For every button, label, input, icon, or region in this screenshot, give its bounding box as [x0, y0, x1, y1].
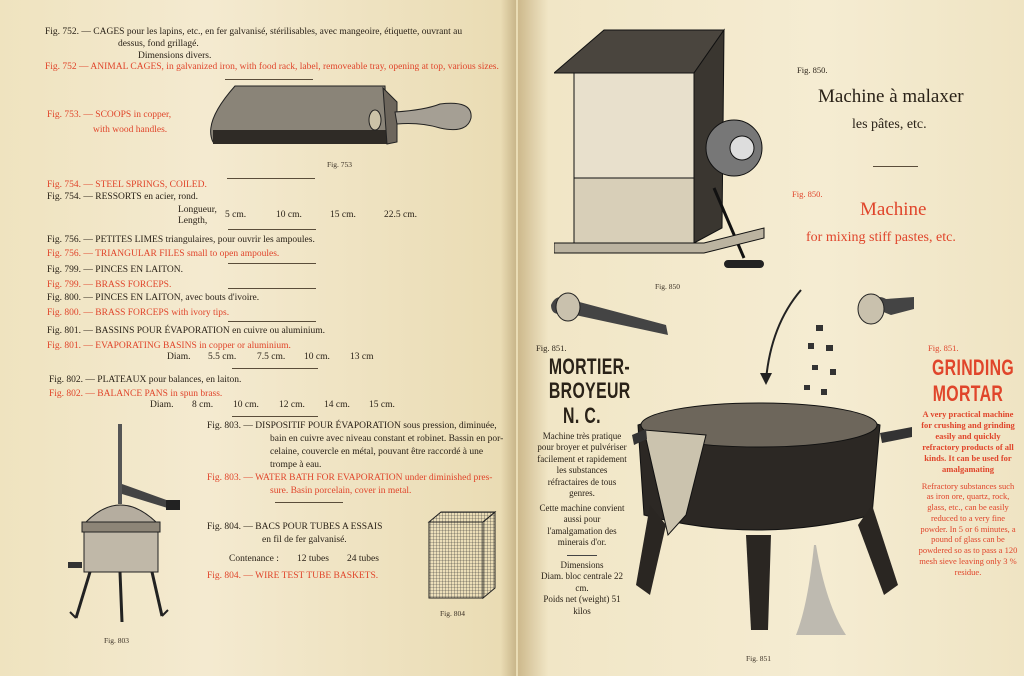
- fig754-en: Fig. 754. — STEEL SPRINGS, COILED.: [47, 180, 207, 190]
- fig804-fr-line2: en fil de fer galvanisé.: [262, 535, 347, 545]
- fig752-fr-line1: Fig. 752. — CAGES pour les lapins, etc.,…: [45, 27, 463, 37]
- fig752-fr-line2: dessus, fond grillagé.: [118, 39, 199, 49]
- mortar-title-en-2: MORTAR: [932, 380, 1004, 406]
- fig803-en-line1: Fig. 803. — WATER BATH FOR EVAPORATION u…: [207, 473, 493, 483]
- dimension-diameter: Diam. bloc centrale 22 cm.: [541, 571, 623, 593]
- fig804-fr-line1: Fig. 804. — BACS POUR TUBES A ESSAIS: [207, 522, 383, 532]
- spring-size: 22.5 cm.: [384, 210, 417, 220]
- pan-size: 8 cm.: [192, 400, 214, 410]
- subtitle-fr: les pâtes, etc.: [852, 117, 927, 132]
- pan-size: 12 cm.: [279, 400, 305, 410]
- dimension-weight: Poids net (weight) 51 kilos: [543, 594, 621, 616]
- dimensions-heading: Dimensions: [560, 559, 604, 570]
- divider: [227, 178, 315, 179]
- divider: [275, 502, 343, 503]
- description-en-1: A very practical machine for crushing an…: [921, 408, 1015, 474]
- mortar-title-fr-1: MORTIER-: [548, 353, 631, 379]
- fig803-en-line2: sure. Basin porcelain, cover in metal.: [270, 486, 412, 496]
- mixing-machine-illustration: [554, 28, 765, 268]
- pan-size: 15 cm.: [369, 400, 395, 410]
- fig799-en: Fig. 799. — BRASS FORCEPS.: [47, 280, 172, 290]
- fig800-fr: Fig. 800. — PINCES EN LAITON, avec bouts…: [47, 293, 260, 303]
- fig752-fr-line3: Dimensions divers.: [138, 51, 212, 61]
- fig753-caption: Fig. 753: [327, 160, 353, 169]
- fig804-caption: Fig. 804: [440, 609, 466, 618]
- mortar-description-fr: Fig. 851. MORTIER- BROYEUR N. C. Machine…: [536, 343, 631, 617]
- basin-size: 13 cm: [350, 352, 374, 362]
- fig756-fr: Fig. 756. — PETITES LIMES triangulaires,…: [47, 235, 315, 245]
- divider: [228, 229, 316, 230]
- diam-label: Diam.: [150, 400, 174, 410]
- title-fr: Machine à malaxer: [818, 86, 964, 107]
- wire-basket-illustration: [427, 510, 497, 600]
- fig802-fr: Fig. 802. — PLATEAUX pour balances, en l…: [49, 375, 242, 385]
- fig800-en: Fig. 800. — BRASS FORCEPS with ivory tip…: [47, 308, 230, 318]
- fig803-fr-line2: bain en cuivre avec niveau constant et r…: [270, 434, 504, 444]
- capacity-label: Contenance :: [229, 554, 279, 564]
- fig801-en: Fig. 801. — EVAPORATING BASINS in copper…: [47, 341, 291, 351]
- fig850-label-en: Fig. 850.: [792, 189, 823, 199]
- divider: [228, 321, 316, 322]
- fig803-fr-line4: trompe à eau.: [270, 460, 322, 470]
- capacity-value: 24 tubes: [347, 554, 379, 564]
- basin-size: 10 cm.: [304, 352, 330, 362]
- mortar-description-en: Fig. 851. GRINDING MORTAR A very practic…: [918, 343, 1018, 578]
- fig804-en: Fig. 804. — WIRE TEST TUBE BASKETS.: [207, 571, 379, 581]
- fig753-en-line1: Fig. 753. — SCOOPS in copper,: [47, 110, 172, 120]
- length-label-en: Length,: [178, 216, 208, 226]
- pan-size: 14 cm.: [324, 400, 350, 410]
- divider: [228, 263, 316, 264]
- divider: [873, 166, 918, 167]
- fig752-en: Fig. 752 — ANIMAL CAGES, in galvanized i…: [45, 62, 499, 72]
- fig851-label-en: Fig. 851.: [928, 343, 959, 353]
- fig851-caption: Fig. 851: [746, 654, 772, 663]
- divider: [232, 416, 318, 417]
- fig802-en: Fig. 802. — BALANCE PANS in spun brass.: [49, 389, 223, 399]
- grinding-mortar-illustration: [551, 289, 914, 635]
- divider: [228, 288, 316, 289]
- fig754-fr: Fig. 754. — RESSORTS en acier, rond.: [47, 192, 199, 202]
- fig851-label: Fig. 851.: [536, 343, 567, 353]
- divider: [232, 368, 318, 369]
- description-fr-1: Machine très pratique pour broyer et pul…: [537, 430, 627, 499]
- description-en-2: Refractory substances such as iron ore, …: [918, 480, 1018, 577]
- fig803-fr-line3: celaine, couvercle en métal, pouvant êtr…: [270, 447, 484, 457]
- mortar-title-fr-2: BROYEUR: [548, 377, 631, 403]
- spring-size: 10 cm.: [276, 210, 302, 220]
- fig850-label-fr: Fig. 850.: [797, 65, 828, 75]
- capacity-value: 12 tubes: [297, 554, 329, 564]
- pan-size: 10 cm.: [233, 400, 259, 410]
- basin-size: 7.5 cm.: [257, 352, 286, 362]
- fig756-en: Fig. 756. — TRIANGULAR FILES small to op…: [47, 249, 280, 259]
- fig850-caption: Fig. 850: [655, 282, 681, 291]
- fig803-fr-line1: Fig. 803. — DISPOSITIF POUR ÉVAPORATION …: [207, 421, 497, 431]
- fig801-fr: Fig. 801. — BASSINS POUR ÉVAPORATION en …: [47, 326, 325, 336]
- right-page: Fig. 850 Fig. 850. Machine à malaxer les…: [518, 0, 1024, 676]
- basin-size: 5.5 cm.: [208, 352, 237, 362]
- water-bath-illustration: [68, 424, 180, 623]
- title-en: Machine: [860, 199, 927, 220]
- mortar-title-en-1: GRINDING: [932, 354, 1015, 380]
- mortar-title-fr-3: N. C.: [563, 402, 601, 428]
- left-page: Fig. 752. — CAGES pour les lapins, etc.,…: [0, 0, 516, 676]
- scoop-illustration: [210, 85, 472, 145]
- fig753-en-line2: with wood handles.: [93, 125, 168, 135]
- spring-size: 5 cm.: [225, 210, 247, 220]
- length-label-fr: Longueur,: [178, 205, 217, 215]
- diam-label: Diam.: [167, 352, 191, 362]
- subtitle-en: for mixing stiff pastes, etc.: [806, 230, 956, 245]
- spring-size: 15 cm.: [330, 210, 356, 220]
- fig803-caption: Fig. 803: [104, 636, 130, 645]
- description-fr-2: Cette machine convient aussi pour l'amal…: [539, 502, 625, 548]
- fig799-fr: Fig. 799. — PINCES EN LAITON.: [47, 265, 183, 275]
- divider: [225, 79, 313, 80]
